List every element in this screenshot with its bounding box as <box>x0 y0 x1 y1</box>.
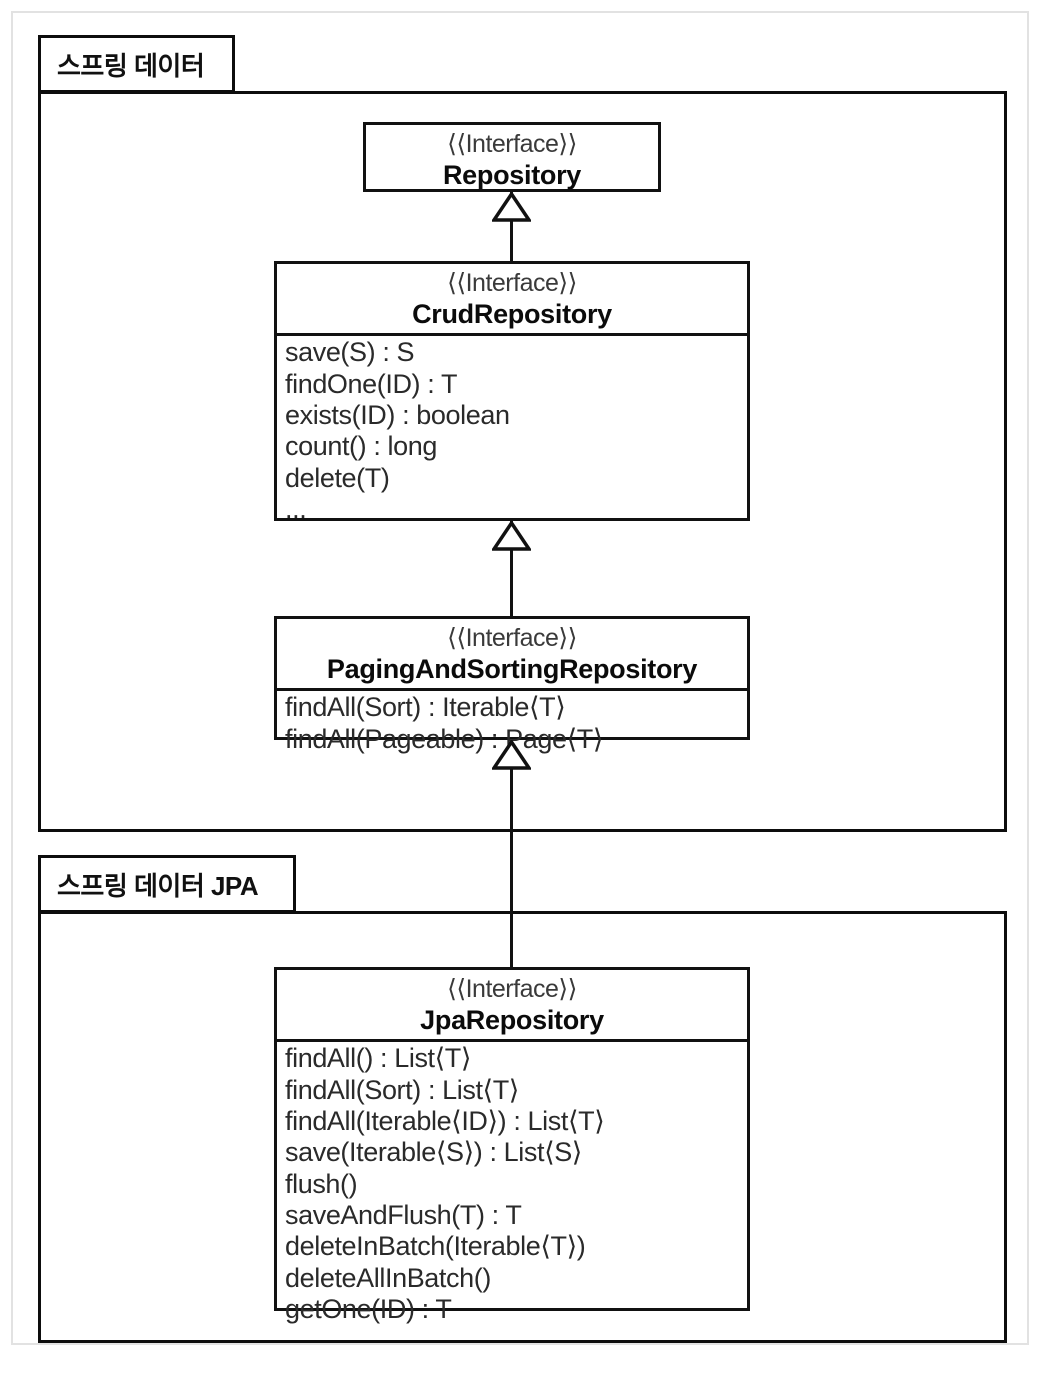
package-body-spring-data-jpa <box>38 911 1007 1343</box>
member-item: count() : long <box>285 431 437 462</box>
member-item: flush() <box>285 1168 358 1199</box>
member-item: deleteInBatch(Iterable⟨T⟩) <box>285 1231 586 1262</box>
stereotype-label-crud-repository: ⟨⟨Interface⟩⟩ <box>447 269 577 297</box>
member-item: getOne(ID) : T <box>285 1293 452 1324</box>
package-body-spring-data <box>38 91 1007 832</box>
class-box-repository[interactable]: ⟨⟨Interface⟩⟩ Repository <box>363 122 661 192</box>
member-item: save(Iterable⟨S⟩) : List⟨S⟩ <box>285 1137 582 1168</box>
class-box-jpa-repository[interactable]: ⟨⟨Interface⟩⟩ JpaRepository findAll() : … <box>274 967 750 1324</box>
member-item: save(S) : S <box>285 337 415 368</box>
package-tab-spring-data-jpa: 스프링 데이터 JPA <box>38 855 296 913</box>
package-label-spring-data: 스프링 데이터 <box>57 50 205 81</box>
member-item: delete(T) <box>285 462 390 493</box>
member-item: findAll(Iterable⟨ID⟩) : List⟨T⟩ <box>285 1105 605 1136</box>
class-compartment-divider <box>277 333 747 337</box>
class-header-crud-repository: ⟨⟨Interface⟩⟩ CrudRepository <box>277 264 747 333</box>
generalization-line-crud-to-repository <box>510 190 513 262</box>
class-header-repository: ⟨⟨Interface⟩⟩ Repository <box>366 125 658 194</box>
package-tab-spring-data: 스프링 데이터 <box>38 35 235 93</box>
class-compartment-divider <box>277 1039 747 1043</box>
member-item: saveAndFlush(T) : T <box>285 1199 522 1230</box>
member-item: findAll() : List⟨T⟩ <box>285 1043 472 1074</box>
member-list-crud-repository: save(S) : S findOne(ID) : T exists(ID) :… <box>277 336 747 529</box>
member-item: ... <box>285 493 307 524</box>
class-header-jpa-repository: ⟨⟨Interface⟩⟩ JpaRepository <box>277 970 747 1039</box>
class-box-paging-and-sorting-repository[interactable]: ⟨⟨Interface⟩⟩ PagingAndSortingRepository… <box>274 616 750 754</box>
page-border <box>11 11 1029 1345</box>
member-item: findAll(Pageable) : Page⟨T⟩ <box>285 723 603 754</box>
package-label-spring-data-jpa: 스프링 데이터 JPA <box>57 870 259 901</box>
member-item: findAll(Sort) : Iterable⟨T⟩ <box>285 692 566 723</box>
member-list-jpa-repository: findAll() : List⟨T⟩ findAll(Sort) : List… <box>277 1042 747 1329</box>
member-item: findOne(ID) : T <box>285 368 458 399</box>
class-header-paging-and-sorting-repository: ⟨⟨Interface⟩⟩ PagingAndSortingRepository <box>277 619 747 688</box>
stereotype-label-jpa-repository: ⟨⟨Interface⟩⟩ <box>447 975 577 1003</box>
generalization-arrow-crud-to-repository <box>492 192 531 222</box>
generalization-arrow-paging-to-crud <box>492 521 531 551</box>
class-name-paging-and-sorting-repository: PagingAndSortingRepository <box>326 653 698 684</box>
stereotype-label-paging-and-sorting-repository: ⟨⟨Interface⟩⟩ <box>447 624 577 652</box>
member-item: deleteAllInBatch() <box>285 1262 491 1293</box>
generalization-line-paging-to-crud <box>510 519 513 619</box>
member-item: exists(ID) : boolean <box>285 399 510 430</box>
class-name-repository: Repository <box>442 159 582 190</box>
class-box-crud-repository[interactable]: ⟨⟨Interface⟩⟩ CrudRepository save(S) : S… <box>274 261 750 524</box>
generalization-line-jpa-to-paging <box>510 738 513 970</box>
member-list-paging-and-sorting-repository: findAll(Sort) : Iterable⟨T⟩ findAll(Page… <box>277 691 747 759</box>
class-compartment-divider <box>277 688 747 692</box>
generalization-arrow-jpa-to-paging <box>492 740 531 770</box>
class-name-jpa-repository: JpaRepository <box>420 1004 604 1035</box>
class-name-crud-repository: CrudRepository <box>412 298 612 329</box>
stereotype-label-repository: ⟨⟨Interface⟩⟩ <box>447 130 577 158</box>
member-item: findAll(Sort) : List⟨T⟩ <box>285 1074 519 1105</box>
